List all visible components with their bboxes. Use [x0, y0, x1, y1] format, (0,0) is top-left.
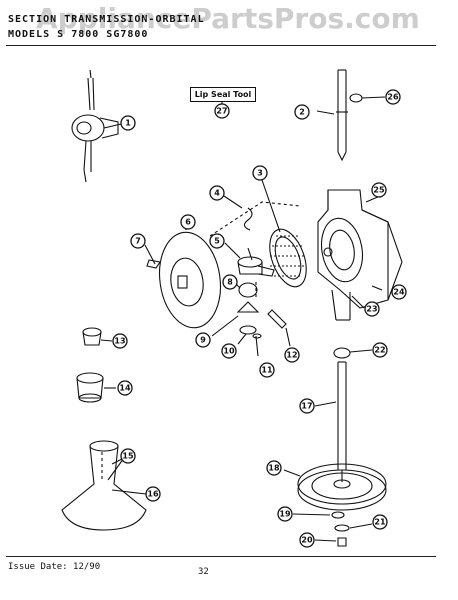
- callout-17-circle: [299, 398, 315, 414]
- callout-10-circle: [221, 343, 237, 359]
- lip-seal-tool-label: Lip Seal Tool: [190, 87, 256, 102]
- callout-8: 8: [227, 278, 233, 287]
- section-header: SECTION TRANSMISSION-ORBITAL: [8, 14, 205, 25]
- callout-4-circle: [209, 185, 225, 201]
- section-label: SECTION: [8, 14, 58, 25]
- part-20-drawing: [337, 537, 347, 547]
- callout-11-circle: [259, 362, 275, 378]
- callout-13-circle: [112, 333, 128, 349]
- callout-24: 24: [393, 288, 405, 297]
- part-7-drawing: [144, 244, 161, 269]
- callout-6: 6: [185, 218, 191, 227]
- part-13-drawing: [82, 327, 113, 346]
- callout-2-circle: [294, 104, 310, 120]
- part-14-drawing: [76, 372, 116, 403]
- callout-27: 27: [216, 107, 227, 116]
- part-5-drawing: [224, 242, 275, 277]
- callout-3: 3: [257, 169, 263, 178]
- footer-rule: [6, 556, 436, 557]
- watermark: AppliancePartsPros.com: [36, 2, 420, 35]
- part-4-drawing: [243, 207, 253, 231]
- callout-14: 14: [119, 384, 131, 393]
- section-value: TRANSMISSION-ORBITAL: [64, 14, 205, 25]
- callout-17: 17: [301, 402, 312, 411]
- callout-1-circle: [120, 115, 136, 131]
- callout-20: 20: [301, 536, 313, 545]
- model-value: S 7800 SG7800: [57, 29, 149, 40]
- callout-6-circle: [180, 214, 196, 230]
- part-11-drawing: [255, 335, 259, 357]
- callout-25: 25: [373, 186, 385, 195]
- part-17-drawing: [314, 361, 347, 482]
- callout-23: 23: [366, 305, 377, 314]
- callout-2: 2: [299, 108, 305, 117]
- part-6-drawing: [159, 219, 221, 329]
- callout-22: 22: [374, 346, 385, 355]
- callout-15: 15: [122, 452, 134, 461]
- callout-7: 7: [135, 237, 141, 246]
- page-number: 32: [198, 567, 209, 577]
- callout-26: 26: [387, 93, 399, 102]
- callout-7-circle: [130, 233, 146, 249]
- part-2-drawing: [316, 69, 348, 162]
- model-label: MODELS: [8, 29, 51, 40]
- callout-10: 10: [223, 347, 235, 356]
- callout-19: 19: [279, 510, 291, 519]
- callout-18-circle: [266, 460, 282, 476]
- callout-11: 11: [261, 366, 273, 375]
- part-22-drawing: [333, 347, 351, 359]
- part-10-washer: [239, 325, 257, 335]
- callout-5: 5: [214, 237, 220, 246]
- callout-12-circle: [284, 347, 300, 363]
- part-8-drawing: [235, 282, 258, 298]
- callout-27-circle: [214, 103, 230, 119]
- callout-9-circle: [195, 332, 211, 348]
- part-19-drawing: [331, 511, 345, 519]
- callout-21: 21: [374, 518, 386, 527]
- part-3-drawing: [261, 179, 307, 288]
- callout-18: 18: [268, 464, 280, 473]
- header-rule: [6, 45, 436, 46]
- callout-4: 4: [214, 189, 220, 198]
- callout-26-circle: [385, 89, 401, 105]
- callout-23-circle: [364, 301, 380, 317]
- housing-drawing: [317, 189, 403, 321]
- callout-14-circle: [117, 380, 133, 396]
- part-1-drawing: [71, 69, 122, 183]
- callout-9: 9: [200, 336, 206, 345]
- callout-1: 1: [125, 119, 131, 128]
- callout-20-circle: [299, 532, 315, 548]
- callout-25-circle: [371, 182, 387, 198]
- callout-5-circle: [209, 233, 225, 249]
- model-header: MODELS S 7800 SG7800: [8, 29, 148, 40]
- callout-13: 13: [114, 337, 125, 346]
- part-12-drawing: [267, 309, 287, 329]
- part-9-drawing: [211, 301, 260, 337]
- callout-16: 16: [147, 490, 159, 499]
- part-21-drawing: [334, 524, 350, 532]
- callout-3-circle: [252, 165, 268, 181]
- callout-22-circle: [372, 342, 388, 358]
- callout-8-circle: [222, 274, 238, 290]
- issue-date: Issue Date: 12/90: [8, 562, 101, 572]
- callout-21-circle: [372, 514, 388, 530]
- part-18-drawing: [283, 463, 387, 511]
- callout-24-circle: [391, 284, 407, 300]
- part-15-16-drawing: [61, 440, 147, 531]
- callout-16-circle: [145, 486, 161, 502]
- callout-19-circle: [277, 506, 293, 522]
- callout-12: 12: [286, 351, 297, 360]
- part-26-ring: [349, 93, 363, 103]
- callout-15-circle: [120, 448, 136, 464]
